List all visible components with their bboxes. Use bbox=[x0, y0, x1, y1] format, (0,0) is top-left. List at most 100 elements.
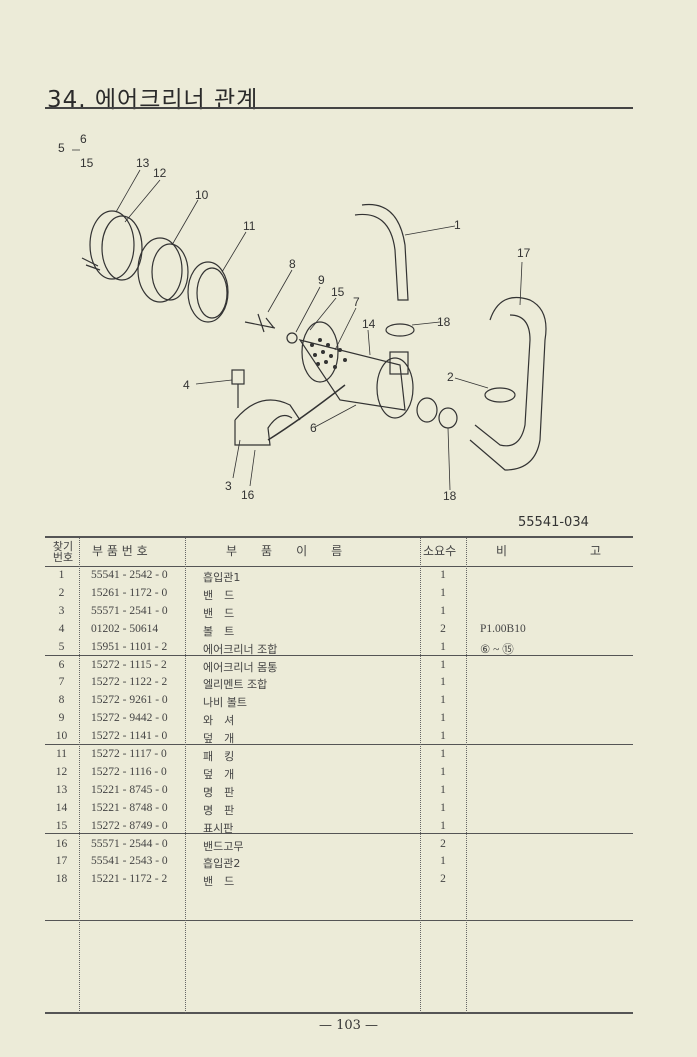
cell-qty: 1 bbox=[440, 712, 446, 725]
cell-part-no: 15221 - 8745 - 0 bbox=[91, 783, 168, 796]
cell-remarks: ⑥ ~ ⑮ bbox=[480, 643, 514, 656]
cell-name: 볼 트 bbox=[203, 624, 235, 638]
cell-name: 에어크리너 조합 bbox=[203, 642, 278, 656]
callout-18a: 18 bbox=[437, 315, 451, 329]
cell-part-no: 55541 - 2543 - 0 bbox=[91, 855, 168, 868]
cell-name: 와 셔 bbox=[203, 714, 235, 728]
cell-ref: 5 bbox=[58, 640, 65, 653]
callout-2: 2 bbox=[447, 370, 454, 384]
cover-part bbox=[137, 237, 183, 303]
cell-qty: 1 bbox=[440, 569, 446, 581]
page-number: — 103 — bbox=[318, 1018, 379, 1033]
clamp-ring-part bbox=[89, 210, 135, 280]
cell-part-no: 15272 - 1116 - 0 bbox=[91, 765, 167, 778]
cell-ref: 2 bbox=[58, 586, 65, 599]
callout-8: 8 bbox=[289, 257, 296, 271]
header-remarks-2: 고 bbox=[590, 544, 602, 558]
cell-part-no: 15272 - 1122 - 2 bbox=[91, 676, 168, 689]
cell-qty: 1 bbox=[440, 694, 446, 707]
callout-labels: 5 6 15 13 12 10 11 8 9 15 7 14 1 17 18 2… bbox=[58, 132, 531, 503]
table-row: 4 01202 - 50614 볼 트 2 P1.00B10 bbox=[45, 621, 633, 639]
callout-1: 1 bbox=[454, 218, 461, 232]
cell-part-no: 01202 - 50614 bbox=[91, 622, 159, 635]
cell-part-no: 55571 - 2541 - 0 bbox=[91, 604, 168, 617]
column-divider bbox=[79, 538, 80, 1013]
intake-pipe-1 bbox=[354, 203, 409, 301]
cell-part-no: 15272 - 9261 - 0 bbox=[91, 694, 168, 707]
cell-qty: 1 bbox=[440, 730, 446, 743]
table-row: 16 55571 - 2544 - 0 밴드고무 2 bbox=[45, 836, 633, 854]
callout-3: 3 bbox=[225, 479, 232, 493]
cell-qty: 1 bbox=[440, 640, 446, 653]
figure-number: 55541-034 bbox=[518, 515, 589, 530]
group-divider bbox=[45, 655, 633, 656]
cell-name: 나비 볼트 bbox=[203, 696, 247, 710]
cell-part-no: 15951 - 1101 - 2 bbox=[91, 640, 168, 653]
cell-name: 명 판 bbox=[203, 803, 235, 817]
callout-10: 10 bbox=[195, 188, 209, 202]
callout-11: 11 bbox=[243, 219, 256, 233]
cell-part-no: 15272 - 1117 - 0 bbox=[91, 748, 167, 760]
column-divider bbox=[466, 538, 467, 1013]
cell-qty: 1 bbox=[440, 801, 446, 814]
cell-qty: 2 bbox=[440, 622, 446, 635]
wing-bolt-part bbox=[244, 313, 276, 333]
cell-ref: 16 bbox=[55, 837, 68, 850]
column-divider bbox=[185, 538, 186, 1013]
cell-part-no: 55571 - 2544 - 0 bbox=[91, 837, 168, 850]
page-bottom-rule bbox=[45, 1012, 633, 1014]
callout-12: 12 bbox=[153, 166, 167, 180]
cell-ref: 12 bbox=[55, 765, 68, 778]
cell-qty: 1 bbox=[440, 658, 446, 671]
cell-ref: 8 bbox=[58, 694, 65, 707]
exploded-parts-diagram bbox=[72, 149, 547, 491]
cell-ref: 3 bbox=[58, 604, 65, 617]
bracket-part bbox=[234, 399, 301, 446]
cell-qty: 2 bbox=[440, 837, 446, 850]
cell-qty: 1 bbox=[440, 604, 446, 617]
cell-ref: 14 bbox=[55, 801, 68, 814]
cell-ref: 15 bbox=[55, 819, 68, 832]
header-part-no: 부 품 번 호 bbox=[92, 544, 148, 558]
cell-ref: 9 bbox=[58, 712, 65, 725]
cell-name: 덮 개 bbox=[203, 732, 235, 746]
cell-remarks: P1.00B10 bbox=[480, 622, 526, 635]
cell-name: 밴 드 bbox=[203, 875, 235, 889]
cell-name: 흡입관1 bbox=[203, 571, 241, 584]
table-row: 8 15272 - 9261 - 0 나비 볼트 1 bbox=[45, 692, 633, 710]
cell-name: 밴 드 bbox=[203, 606, 235, 620]
cell-name: 밴드고무 bbox=[203, 839, 244, 853]
cell-ref: 1 bbox=[58, 569, 65, 581]
cell-name: 흡입관2 bbox=[203, 857, 241, 871]
callout-15b: 15 bbox=[331, 285, 345, 299]
header-rule bbox=[45, 566, 633, 567]
table-row: 5 15951 - 1101 - 2 에어크리너 조합 1 ⑥ ~ ⑮ bbox=[45, 639, 633, 657]
cell-name: 표시판 bbox=[203, 821, 234, 835]
cell-ref: 13 bbox=[55, 783, 68, 796]
cell-part-no: 15261 - 1172 - 0 bbox=[91, 586, 168, 599]
cell-qty: 1 bbox=[440, 676, 446, 689]
cell-qty: 1 bbox=[440, 765, 446, 778]
callout-4: 4 bbox=[183, 378, 190, 392]
header-remarks-1: 비 bbox=[496, 544, 508, 558]
cell-ref: 4 bbox=[58, 622, 65, 635]
cell-name: 덮 개 bbox=[203, 767, 235, 781]
cell-part-no: 15221 - 1172 - 2 bbox=[91, 873, 168, 886]
callout-17: 17 bbox=[517, 246, 531, 260]
callout-13: 13 bbox=[136, 156, 150, 170]
cell-ref: 6 bbox=[58, 658, 65, 671]
cell-name: 명 판 bbox=[203, 785, 235, 799]
callout-6b: 6 bbox=[310, 421, 317, 435]
header-name: 부 품 이 름 bbox=[226, 544, 343, 558]
callout-18b: 18 bbox=[443, 489, 457, 503]
cell-qty: 1 bbox=[440, 819, 446, 832]
cell-name: 패 킹 bbox=[203, 750, 235, 763]
cell-name: 에어크리너 몸통 bbox=[203, 660, 278, 674]
cell-name: 엘리멘트 조합 bbox=[203, 678, 268, 692]
